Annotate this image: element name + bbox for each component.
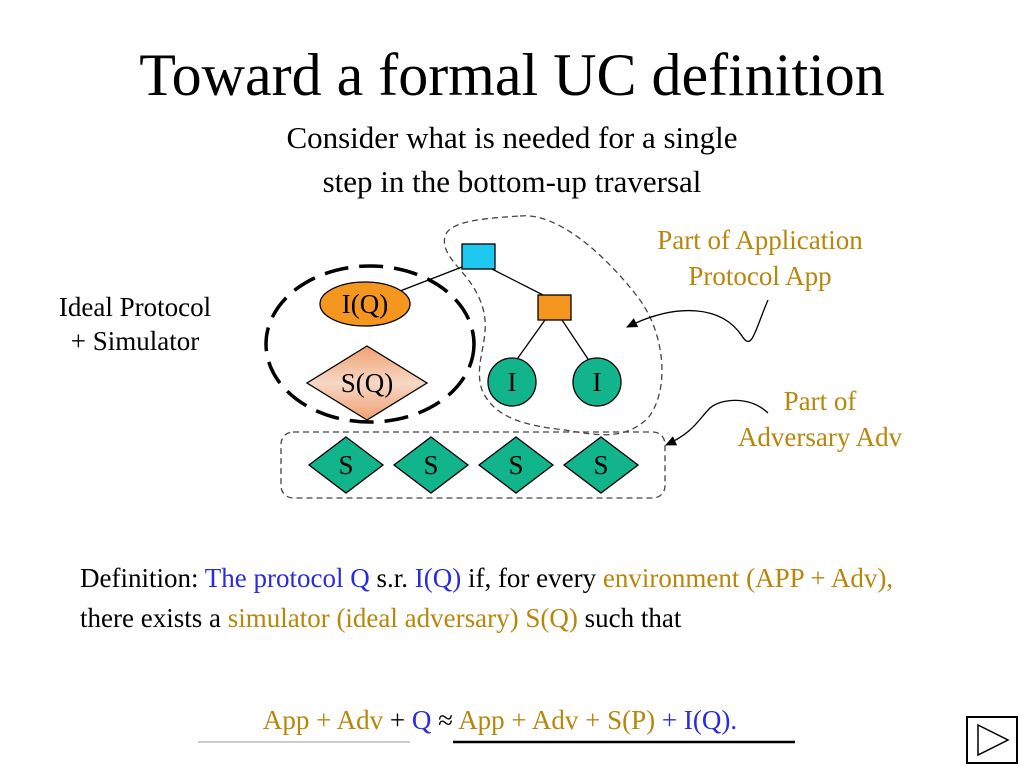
edge-orange-i2 — [561, 319, 591, 363]
i-node-2 — [572, 357, 622, 407]
s-node-1 — [307, 436, 385, 494]
definition-text: Definition: The protocol Q s.r. I(Q) if,… — [80, 558, 940, 638]
i-node-1-label: I — [508, 367, 517, 397]
definition-mid: if, for every — [467, 563, 597, 593]
application-region-outline — [443, 215, 663, 436]
edge-root-orange — [485, 265, 546, 297]
ideal-region-outline — [264, 264, 476, 424]
formula-approx: ≈ — [438, 705, 453, 735]
internal-node — [537, 294, 572, 321]
app-label-line-2: Protocol App — [688, 261, 832, 291]
edge-orange-i1 — [514, 319, 546, 363]
definition-simulator: simulator (ideal adversary) S(Q) — [227, 603, 578, 633]
formula-right-iq: + I(Q). — [661, 705, 738, 735]
subtitle-line-1: Consider what is needed for a single — [286, 120, 738, 155]
s-node-2 — [392, 436, 470, 494]
adv-label-line-1: Part of — [783, 386, 857, 416]
s-node-1-label: S — [338, 450, 353, 480]
s-node-3 — [477, 436, 555, 494]
definition-exists: there exists a — [80, 603, 221, 633]
definition-environment: environment (APP + Adv), — [602, 563, 894, 593]
play-triangle-icon — [977, 723, 1010, 757]
formula-plus: + — [389, 705, 406, 735]
s-node-4 — [562, 436, 640, 494]
s-node-3-label: S — [508, 450, 523, 480]
formula-q: Q — [411, 705, 432, 735]
definition-iq: I(Q) — [414, 563, 462, 593]
app-label-line-1: Part of Application — [657, 225, 863, 255]
subtitle-line-2: step in the bottom-up traversal — [322, 164, 702, 199]
ideal-protocol-label: Ideal Protocol + Simulator — [30, 290, 240, 358]
definition-prefix: Definition: — [80, 563, 199, 593]
definition-suffix: such that — [584, 603, 682, 633]
equivalence-formula: App + Adv + Q ≈ App + Adv + S(P) + I(Q). — [150, 700, 850, 740]
definition-sr: s.r. — [376, 563, 408, 593]
sq-node — [305, 345, 429, 421]
s-node-4-label: S — [593, 450, 608, 480]
iq-node-label: I(Q) — [342, 289, 388, 319]
definition-protocol: The protocol Q — [204, 563, 370, 593]
s-node-2-label: S — [423, 450, 438, 480]
ideal-label-line-2: + Simulator — [70, 326, 200, 356]
i-node-2-label: I — [593, 367, 602, 397]
i-node-1 — [487, 357, 537, 407]
next-slide-button[interactable] — [966, 716, 1018, 764]
adversary-label: Part of Adversary Adv — [700, 383, 940, 455]
root-node — [461, 243, 496, 270]
adversary-pointer-arrow — [665, 399, 769, 446]
application-label: Part of Application Protocol App — [610, 222, 910, 294]
formula-left-env: App + Adv — [262, 705, 384, 735]
iq-node — [319, 281, 411, 327]
formula-right-env: App + Adv + S(P) — [458, 705, 656, 735]
application-pointer-arrow — [626, 299, 769, 343]
slide-title: Toward a formal UC definition — [139, 42, 885, 108]
sq-node-label: S(Q) — [341, 368, 394, 398]
ideal-label-line-1: Ideal Protocol — [58, 292, 212, 322]
adversary-region-outline — [280, 431, 666, 499]
adv-label-line-2: Adversary Adv — [737, 422, 903, 452]
slide-subtitle: Consider what is needed for a single ste… — [0, 116, 1024, 204]
